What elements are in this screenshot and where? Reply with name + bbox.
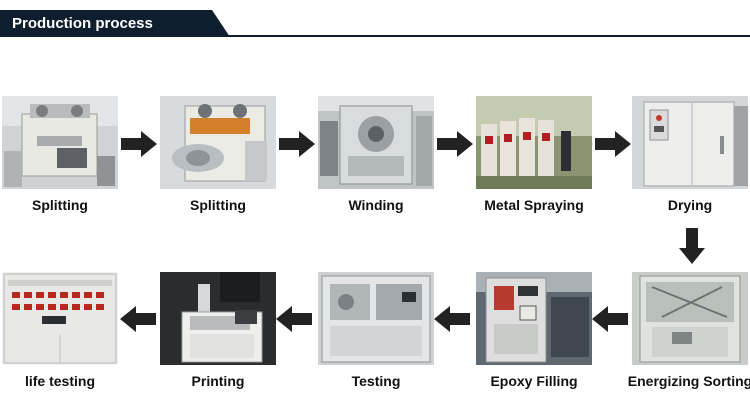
header-banner [0, 10, 230, 37]
metal-spraying-photo [476, 96, 592, 189]
header-underline [220, 35, 750, 37]
step-label: Printing [191, 373, 245, 389]
arrow-down-icon [679, 228, 705, 264]
arrow-right-icon [595, 131, 631, 157]
drying-oven-photo [632, 96, 748, 189]
life-testing-photo [2, 272, 118, 365]
arrow-right-icon [437, 131, 473, 157]
printing-machine-photo [160, 272, 276, 365]
step-label: Testing [351, 373, 401, 389]
step-label: Splitting [190, 197, 246, 213]
step-label: Winding [348, 197, 404, 213]
step-label: Epoxy Filling [490, 373, 578, 389]
step-label: Energizing Sorting [627, 373, 750, 389]
splitting-machine-photo-2 [160, 96, 276, 189]
arrow-left-icon [120, 306, 156, 332]
step-label: Drying [667, 197, 713, 213]
winding-machine-photo [318, 96, 434, 189]
arrow-right-icon [279, 131, 315, 157]
testing-machine-photo [318, 272, 434, 365]
step-label: life testing [24, 373, 95, 389]
arrow-left-icon [276, 306, 312, 332]
splitting-machine-photo-1 [2, 96, 118, 189]
energizing-sorting-photo [632, 272, 748, 365]
step-label: Splitting [32, 197, 88, 213]
epoxy-filling-photo [476, 272, 592, 365]
arrow-left-icon [592, 306, 628, 332]
section-header: Production process [0, 0, 750, 40]
page-title: Production process [12, 15, 153, 32]
arrow-right-icon [121, 131, 157, 157]
step-label: Metal Spraying [484, 197, 584, 213]
arrow-left-icon [434, 306, 470, 332]
